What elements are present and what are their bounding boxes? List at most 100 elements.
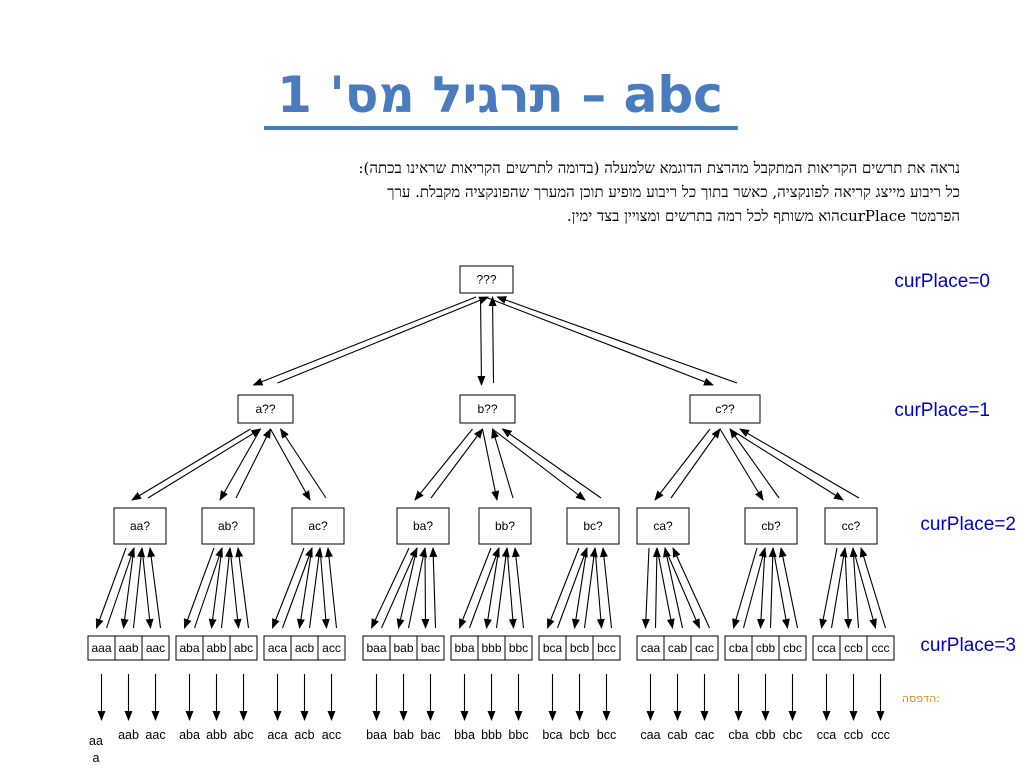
printed-output-20: cac bbox=[695, 728, 714, 742]
level2-node-bb: bb? bbox=[478, 507, 532, 545]
level2-node-ca-label: ca? bbox=[653, 519, 673, 533]
return-edge-l2-24 bbox=[830, 547, 848, 629]
printed-output-15: bca bbox=[542, 728, 562, 742]
leaf-node-aab-label: aab bbox=[118, 641, 138, 655]
title-underline bbox=[264, 126, 738, 130]
return-edge-l1-4 bbox=[491, 428, 514, 499]
level2-node-cc-label: cc? bbox=[842, 519, 861, 533]
call-edge-l2-1 bbox=[120, 547, 135, 629]
return-edge-root-2 bbox=[496, 296, 738, 384]
level2-node-ac-label: ac? bbox=[308, 519, 328, 533]
call-edge-l2-26 bbox=[852, 547, 877, 629]
printed-output-5: abc bbox=[233, 728, 253, 742]
leaf-node-aac-label: aac bbox=[146, 641, 165, 655]
leaf-node-cac: cac bbox=[690, 635, 719, 661]
return-edge-l1-7 bbox=[729, 428, 780, 499]
leaf-node-caa: caa bbox=[636, 635, 665, 661]
printed-output-7: acb bbox=[294, 728, 314, 742]
leaf-node-abc: abc bbox=[229, 635, 258, 661]
leaf-node-cbc-label: cbc bbox=[783, 641, 802, 655]
return-edge-l2-15 bbox=[556, 547, 588, 629]
level2-node-ab: ab? bbox=[201, 507, 255, 545]
leaf-node-bac-label: bac bbox=[421, 641, 440, 655]
return-edge-l2-17 bbox=[599, 547, 613, 629]
leaf-node-aca-label: aca bbox=[268, 641, 288, 655]
return-edge-l2-13 bbox=[495, 547, 510, 629]
printed-output-0-wrap: a bbox=[93, 751, 100, 765]
call-edge-l1-7 bbox=[719, 428, 764, 501]
leaf-node-cbc: cbc bbox=[778, 635, 807, 661]
call-edge-l2-25 bbox=[844, 547, 853, 629]
leaf-node-acc-label: acc bbox=[322, 641, 341, 655]
call-edge-l2-12 bbox=[458, 547, 492, 629]
leaf-node-baa: baa bbox=[362, 635, 391, 661]
description-line-2: כל ריבוע מייצג קריאה לפונקציה, כאשר בתוך… bbox=[387, 183, 960, 201]
return-edge-root-1 bbox=[488, 296, 497, 384]
call-edge-l2-2 bbox=[141, 547, 154, 629]
call-edge-l2-3 bbox=[183, 547, 215, 629]
call-edge-root-2 bbox=[485, 296, 714, 386]
leaf-node-bba: bba bbox=[450, 635, 479, 661]
printed-output-12: bba bbox=[454, 728, 475, 742]
curplace-label-2: curPlace=2 bbox=[920, 514, 1016, 535]
return-edge-l2-25 bbox=[849, 547, 860, 629]
level2-node-aa-label: aa? bbox=[130, 519, 150, 533]
return-edge-l2-19 bbox=[663, 547, 684, 629]
printed-output-13: bbb bbox=[481, 728, 502, 742]
leaf-node-bbc: bbc bbox=[504, 635, 533, 661]
printed-output-3: aba bbox=[179, 728, 200, 742]
return-edge-l2-16 bbox=[583, 547, 598, 629]
printed-output-18: caa bbox=[640, 728, 660, 742]
root-node: ??? bbox=[459, 265, 514, 294]
printed-output-0: aa bbox=[89, 734, 103, 748]
return-edge-l2-7 bbox=[308, 547, 323, 629]
leaf-node-aaa-label: aaa bbox=[91, 641, 111, 655]
curplace-label-3: curPlace=3 bbox=[920, 635, 1016, 656]
call-edge-l1-6 bbox=[654, 428, 711, 501]
leaf-node-bcc: bcc bbox=[592, 635, 621, 661]
printed-output-8: acc bbox=[322, 728, 341, 742]
call-edge-l2-10 bbox=[396, 547, 418, 629]
leaf-node-caa-label: caa bbox=[641, 641, 661, 655]
leaf-node-ccc-label: ccc bbox=[872, 641, 890, 655]
level2-node-aa: aa? bbox=[113, 507, 167, 545]
call-edge-l1-1 bbox=[219, 428, 261, 501]
level2-node-bc: bc? bbox=[566, 507, 620, 545]
leaf-node-cab-label: cab bbox=[668, 641, 688, 655]
leaf-node-bbb: bbb bbox=[477, 635, 506, 661]
printed-output-22: cbb bbox=[755, 728, 775, 742]
call-edge-l2-20 bbox=[664, 547, 701, 629]
return-edge-l1-8 bbox=[739, 428, 860, 499]
leaf-node-baa-label: baa bbox=[366, 641, 386, 655]
leaf-node-cba-label: cba bbox=[729, 641, 749, 655]
call-edge-l2-6 bbox=[271, 547, 305, 629]
leaf-node-aab: aab bbox=[114, 635, 143, 661]
print-heading: הדפסה: bbox=[902, 692, 940, 705]
return-edge-l2-10 bbox=[407, 547, 428, 629]
call-edge-l1-0 bbox=[131, 428, 251, 501]
call-edge-l1-5 bbox=[492, 428, 586, 501]
return-edge-l2-18 bbox=[652, 547, 661, 629]
level2-node-cc: cc? bbox=[824, 507, 878, 545]
call-edge-root-1 bbox=[477, 296, 486, 386]
printed-output-9: baa bbox=[366, 728, 387, 742]
leaf-node-acb: acb bbox=[290, 635, 319, 661]
level1-node-c-label: c?? bbox=[715, 402, 735, 416]
level2-node-ba-label: ba? bbox=[413, 519, 433, 533]
return-edge-l2-21 bbox=[742, 547, 767, 629]
description-line-1: נראה את תרשים הקריאות המתקבל מהרצת הדוגמ… bbox=[358, 159, 960, 177]
printed-output-25: ccb bbox=[844, 728, 864, 742]
leaf-node-aba: aba bbox=[175, 635, 204, 661]
return-edge-l2-2 bbox=[147, 547, 162, 629]
leaf-node-aac: aac bbox=[141, 635, 170, 661]
leaf-node-bcb: bcb bbox=[565, 635, 594, 661]
level2-node-bb-label: bb? bbox=[495, 519, 515, 533]
leaf-node-bcb-label: bcb bbox=[570, 641, 590, 655]
level2-node-ba: ba? bbox=[396, 507, 450, 545]
call-edge-l1-4 bbox=[481, 428, 500, 501]
level2-node-cb: cb? bbox=[744, 507, 798, 545]
return-edge-l2-12 bbox=[468, 547, 500, 629]
leaf-node-cbb-label: cbb bbox=[756, 641, 776, 655]
printed-output-6: aca bbox=[267, 728, 287, 742]
call-edge-l2-17 bbox=[594, 547, 605, 629]
